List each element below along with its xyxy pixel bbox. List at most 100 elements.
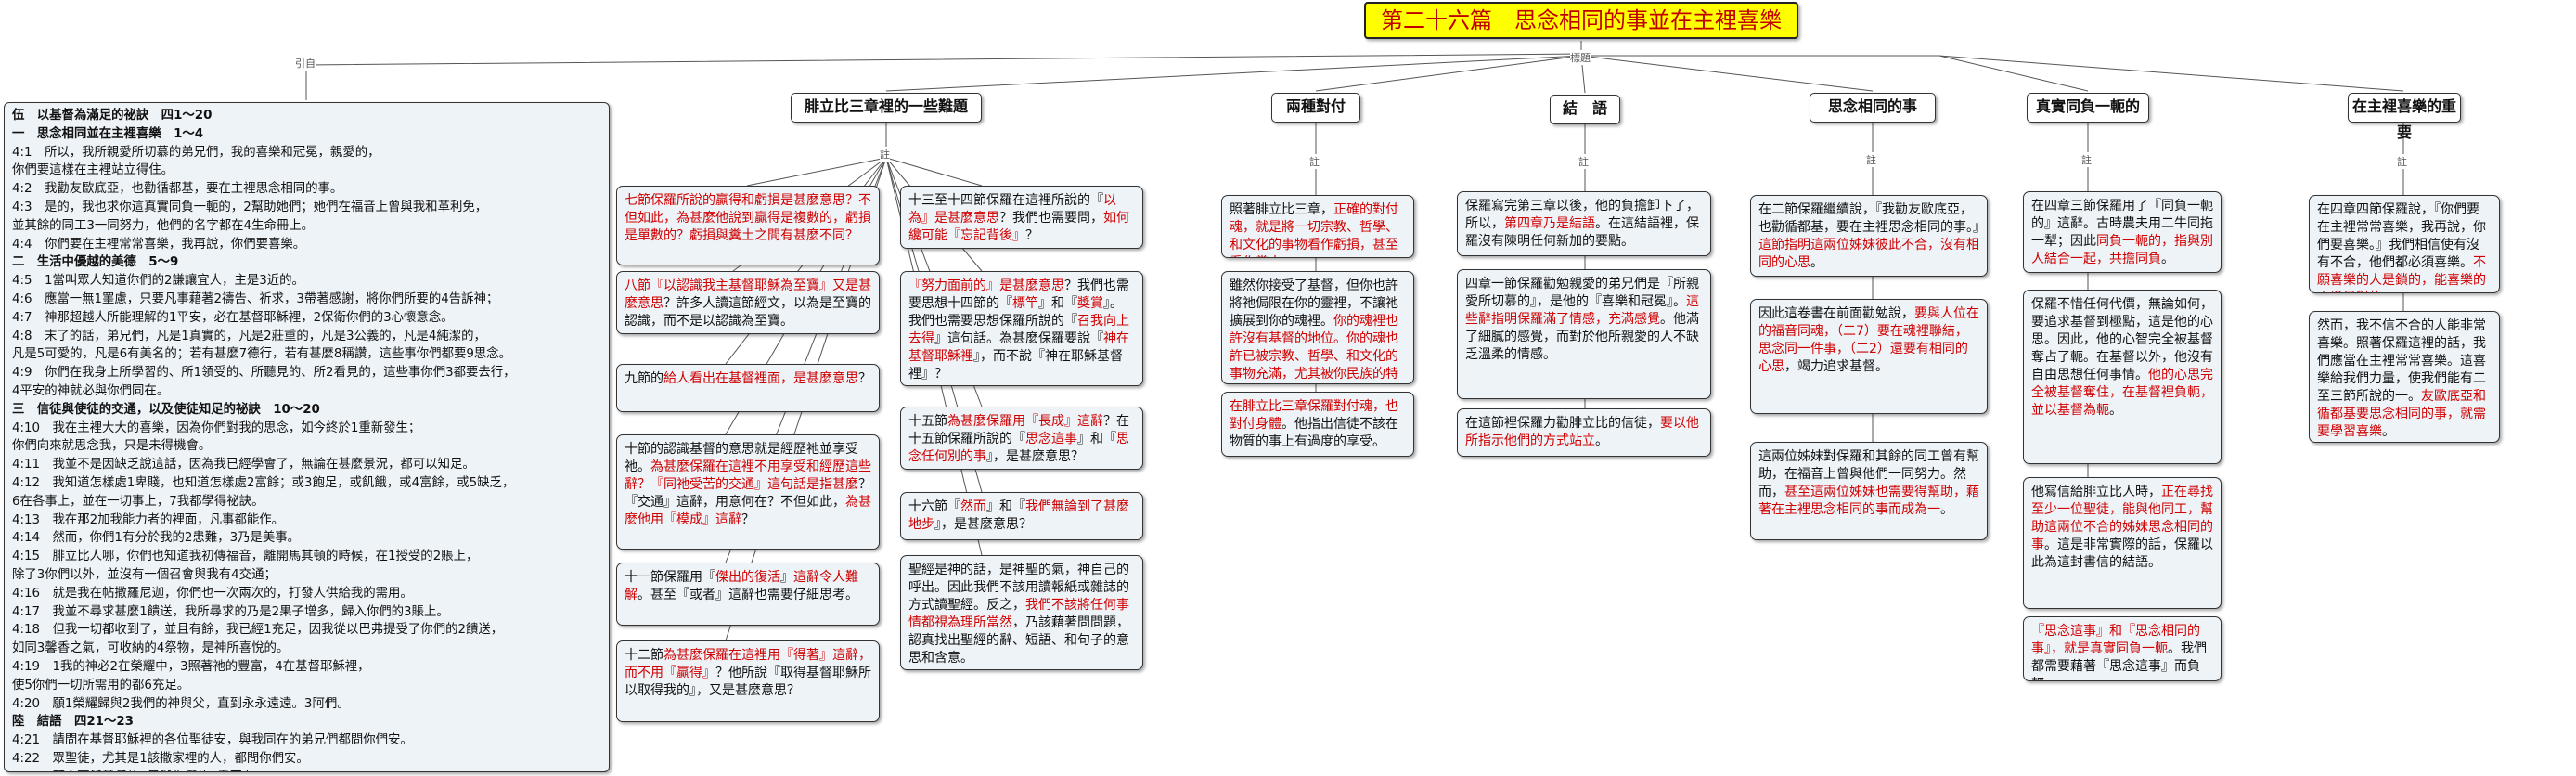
- note-emphasis: 然而: [960, 499, 986, 514]
- note-box[interactable]: 保羅寫完第三章以後，他的負擔卸下了，所以，第四章乃是結語。在這結語裡，保羅沒有陳…: [1457, 191, 1711, 256]
- note-box[interactable]: 在二節保羅繼續說，『我勸友歐底亞，也勸循都基，要在主裡思念相同的事。』這節指明這…: [1750, 195, 1988, 277]
- outline-verse: 4平安的神就必與你們同在。: [12, 383, 170, 398]
- small-label-6: 註: [2397, 154, 2407, 169]
- note-text: 十節的認識基督的意思就是經歷祂並享受祂。: [625, 442, 858, 474]
- note-emphasis: 第四章乃是結語: [1504, 216, 1595, 231]
- note-text: ？他所說『取得基督耶穌所以取得我的』，又是甚麼意思？: [625, 666, 871, 698]
- outline-verse: 4:4 你們要在主裡常常喜樂，我再說，你們要喜樂。: [12, 237, 306, 252]
- note-text: 他寫信給腓立比人時，: [2031, 485, 2161, 499]
- note-text: 』，是甚麼意思？: [986, 449, 1084, 464]
- note-text: 保羅不惜任何代價，無論如何，要追求基督到極點，這是他的心思。因此，他的心智完全被…: [2031, 297, 2213, 382]
- note-text: ？許多人讀這節經文，以為是至寶的認識，而不是以認識為至寶。: [625, 296, 871, 329]
- header-true-yokefellow[interactable]: 真實同負一軛的: [2027, 93, 2149, 123]
- note-emphasis: 這辭令人難解: [625, 570, 858, 602]
- note-emphasis: 獎賞: [1077, 296, 1103, 311]
- note-text: 。: [1282, 255, 1294, 257]
- note-box[interactable]: 十三至十四節保羅在這裡所說的『以為』是甚麼意思？我們也需要問，如何纔可能『忘記背…: [900, 186, 1143, 249]
- connector-root-h6: [1581, 55, 2404, 92]
- note-box[interactable]: 『努力面前的』是甚麼意思？我們也需要思想十四節的『標竿』和『獎賞』。我們也需要思…: [900, 271, 1143, 386]
- note-text: 。這是非常實際的話，保羅以此為這封書信的結語。: [2031, 537, 2213, 570]
- note-text: ？: [741, 512, 754, 527]
- note-box[interactable]: 八節『以認識我主基督耶穌為至寶』又是甚麼意思？許多人讀這節經文，以為是至寶的認識…: [616, 271, 880, 334]
- outline-verse: 6在各事上，並在一切事上，7我都學得祕訣。: [12, 494, 264, 509]
- header-rejoice-importance[interactable]: 在主裡喜樂的重要: [2348, 93, 2461, 141]
- note-text: 保羅寫完第三章以後，他的負擔卸下了，所以，: [1465, 199, 1699, 231]
- note-box[interactable]: 七節保羅所說的贏得和虧損是甚麼意思？不但如此，為甚麼他說到贏得是複數的，虧損是單…: [616, 186, 880, 265]
- note-emphasis: 傑出的復活: [715, 570, 780, 585]
- small-label-1: 註: [880, 147, 890, 162]
- note-text: 。他指出信徒不該在物質的事上有過度的享受。: [1230, 417, 1398, 449]
- outline-heading: 三 信徒與使徒的交通，以及使徒知足的祕訣 10～20: [12, 402, 320, 417]
- note-text: ，乃該藉著問問題，認真找出聖經的辭、短語、和句子的意思和含意。: [908, 615, 1129, 666]
- note-box[interactable]: 十節的認識基督的意思就是經歷祂並享受祂。為甚麼保羅在這裡不用享受和經歷這些辭？『…: [616, 434, 880, 550]
- note-box[interactable]: 十五節為甚麼保羅用『長成』這辭？在十五節保羅所說的『思念這事』和『思念任何別的事…: [900, 407, 1143, 470]
- note-box[interactable]: 在四章三節保羅用了『同負一軛的』這辭。古時農夫用二牛同拖一犁；因此同負一軛的，指…: [2023, 191, 2222, 273]
- note-text: 』。我們也需要思想保羅所說的『: [908, 296, 1123, 329]
- note-box[interactable]: 十六節『然而』和『我們無論到了甚麼地步』，是甚麼意思？: [900, 492, 1143, 540]
- note-text: ？我們也需要問，: [999, 211, 1103, 226]
- note-emphasis: 為甚麼保羅在這裡用『得著』這辭，而不用『贏得』: [625, 648, 871, 680]
- note-text: 十一節保羅用『: [625, 570, 715, 585]
- note-text: ，竭力追求基督。: [1784, 359, 1888, 374]
- header-conclusion[interactable]: 結 語: [1550, 95, 1620, 124]
- header-two-dealings[interactable]: 兩種對付: [1271, 93, 1360, 123]
- small-label-5: 註: [2081, 152, 2092, 167]
- outline-verse: 4:13 我在那2加我能力者的裡面，凡事都能作。: [12, 512, 285, 527]
- note-emphasis: 思念這事: [1025, 432, 1077, 446]
- outline-verse: 4:22 眾聖徒，尤其是1該撒家裡的人，都問你們安。: [12, 751, 309, 766]
- header-difficulties[interactable]: 腓立比三章裡的一些難題: [791, 93, 982, 123]
- note-emphasis: 這節指明這兩位姊妹彼此不合，沒有相同的心思: [1758, 238, 1979, 270]
- small-label-3: 註: [1578, 154, 1589, 169]
- connector-root-h5: [1938, 55, 2089, 92]
- outline-verse: 4:3 是的，我也求你這真實同負一軛的，2幫助她們；她們在福音上曾與我和革利免，: [12, 200, 488, 214]
- note-emphasis: 思念任何別的事: [908, 432, 1129, 464]
- note-box[interactable]: 這兩位姊妹對保羅和其餘的同工曾有幫助，在福音上曾與他們一同努力。然而，甚至這兩位…: [1750, 442, 1988, 540]
- note-text: 。: [1595, 433, 1608, 448]
- note-emphasis: 給人看出在基督裡面，是甚麼意思: [663, 371, 858, 386]
- note-text: 這兩位姊妹對保羅和其餘的同工曾有幫助，在福音上曾與他們一同努力。然而，: [1758, 449, 1979, 499]
- small-label-4: 註: [1866, 152, 1876, 167]
- note-emphasis: 正確的對付魂，就是將一切宗教、哲學、和文化的事物看作虧損，甚至看作糞土: [1230, 202, 1398, 257]
- outline-verse: 4:9 你們在我身上所學習的、所1領受的、所聽見的、所2看見的，這些事你們3都要…: [12, 366, 516, 381]
- note-box[interactable]: 在四章四節保羅說，『你們要在主裡常常喜樂，我再說，你們要喜樂。』我們相信使有沒有…: [2309, 195, 2500, 293]
- note-text: 。: [2382, 291, 2395, 292]
- note-box[interactable]: 在腓立比三章保羅對付魂，也對付身體。他指出信徒不該在物質的事上有過度的享受。: [1221, 392, 1414, 457]
- root-title[interactable]: 第二十六篇 思念相同的事並在主裡喜樂: [1364, 2, 1798, 39]
- note-emphasis: 同負一軛的，指與別人結合一起，共擔同負: [2031, 234, 2213, 266]
- note-box[interactable]: 十二節為甚麼保羅在這裡用『得著』這辭，而不用『贏得』？他所說『取得基督耶穌所以取…: [616, 640, 880, 722]
- outline-verse: 4:1 所以，我所親愛所切慕的弟兄們，我的喜樂和冠冕，親愛的，: [12, 145, 380, 160]
- connector-root-h4: [1580, 55, 1874, 92]
- outline-verse: 4:14 然而，你們1有分於我的2患難，3乃是美事。: [12, 531, 301, 546]
- note-box[interactable]: 四章一節保羅勸勉親愛的弟兄們是『所親愛所切慕的』，是他的『喜樂和冠冕』。這些辭指…: [1457, 269, 1711, 399]
- note-text: 照著腓立比三章，: [1230, 202, 1333, 217]
- header-think-same[interactable]: 思念相同的事: [1810, 93, 1936, 123]
- note-box[interactable]: 照著腓立比三章，正確的對付魂，就是將一切宗教、哲學、和文化的事物看作虧損，甚至看…: [1221, 195, 1414, 258]
- note-emphasis: 他的心思完全被基督奪住，在基督裡負軛，並以基督為軛: [2031, 368, 2213, 418]
- note-box[interactable]: 九節的給人看出在基督裡面，是甚麼意思？: [616, 364, 880, 412]
- note-box[interactable]: 在這節裡保羅力勸腓立比的信徒，要以他所指示他們的方式站立。: [1457, 408, 1711, 457]
- outline-verse: 4:10 我在主裡大大的喜樂，因為你們對我的思念，如今終於1重新發生；: [12, 420, 421, 435]
- note-text: 雖然你接受了基督，但你也許將祂侷限在你的靈裡，不讓祂擴展到你的魂裡。: [1230, 278, 1398, 329]
- outline-verse: 4:20 願1榮耀歸與2我們的神與父，直到永永遠遠。3阿們。: [12, 696, 350, 711]
- note-text: 』: [780, 570, 793, 585]
- note-box[interactable]: 保羅不惜任何代價，無論如何，要追求基督到極點，這是他的心思。因此，他的心智完全被…: [2023, 290, 2222, 464]
- note-box[interactable]: 十一節保羅用『傑出的復活』這辭令人難解。甚至『或者』這辭也需要仔細思考。: [616, 563, 880, 626]
- outline-verse: 並其餘的同工3一同努力，他們的名字都在4生命冊上。: [12, 218, 315, 233]
- note-text: 。: [2382, 424, 2395, 439]
- branch-label-left: 引自: [295, 56, 316, 71]
- note-box[interactable]: 『思念這事』和『思念相同的事』，就是真實同負一軛。我們都需要藉著『思念這事』而負…: [2023, 616, 2222, 681]
- note-text: ？: [1025, 228, 1038, 243]
- note-box[interactable]: 然而，我不信不合的人能非常喜樂。照著保羅這裡的話，我們應當在主裡常常喜樂。這喜樂…: [2309, 311, 2500, 443]
- note-box[interactable]: 他寫信給腓立比人時，正在尋找至少一位聖徒，能與他同工，幫助這兩位不合的姊妹思念相…: [2023, 477, 2222, 609]
- note-text: 』和『: [1038, 296, 1077, 311]
- outline-verse: 你們要這樣在主裡站立得住。: [12, 163, 174, 178]
- note-emphasis: 標竿: [1012, 296, 1038, 311]
- note-box[interactable]: 因此這卷書在前面勸勉說，要與人位在的福音同魂，（二7）要在魂裡聯結，思念同一件事…: [1750, 299, 1988, 414]
- connector-root-h1: [885, 55, 1582, 92]
- note-text: 九節的: [625, 371, 663, 386]
- outline-verse: 4:21 請問在基督耶穌裡的各位聖徒安，與我同在的弟兄們都問你們安。: [12, 733, 413, 748]
- note-box[interactable]: 聖經是神的話，是神聖的氣，神自己的呼出。因此我們不該用讀報紙或雜誌的方式讀聖經。…: [900, 555, 1143, 670]
- outline-verse: 4:2 我勸友歐底亞，也勸循都基，要在主裡思念相同的事。: [12, 182, 343, 197]
- note-box[interactable]: 雖然你接受了基督，但你也許將祂侷限在你的靈裡，不讓祂擴展到你的魂裡。你的魂裡也許…: [1221, 271, 1414, 384]
- note-text: ？我們也需要思想十四節的『: [908, 278, 1129, 311]
